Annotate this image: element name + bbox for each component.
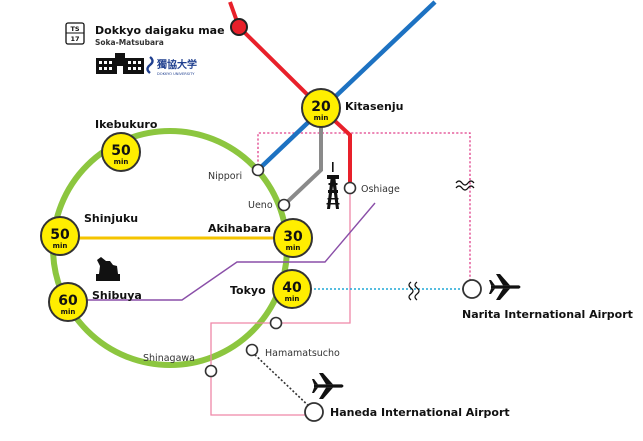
station-code-number: 17 bbox=[70, 35, 79, 43]
station-oshiage-marker[interactable] bbox=[343, 181, 357, 195]
hub-kitasenju-label: Kitasenju bbox=[345, 100, 403, 113]
hanzomon-line-route bbox=[72, 202, 376, 301]
hub-kitasenju[interactable]: 20 min bbox=[301, 88, 341, 128]
hub-shinjuku[interactable]: 50 min bbox=[40, 216, 80, 256]
station-nippori-marker[interactable] bbox=[251, 163, 265, 177]
station-nippori-label: Nippori bbox=[208, 171, 242, 182]
hub-ikebukuro-circle bbox=[101, 132, 141, 172]
airport-narita-marker[interactable] bbox=[462, 279, 482, 299]
yamanote-line-loop bbox=[50, 128, 290, 368]
hub-shibuya-label: Shibuya bbox=[92, 289, 142, 302]
hub-shinjuku-label: Shinjuku bbox=[84, 212, 138, 225]
tobu-line-route bbox=[282, 108, 323, 207]
river-wave-icon bbox=[455, 180, 475, 191]
hub-shinjuku-minutes: 50 bbox=[50, 227, 70, 243]
keisei-line-route bbox=[257, 132, 471, 283]
station-code-badge: TS 17 bbox=[65, 22, 85, 45]
airport-narita-label: Narita International Airport bbox=[462, 308, 633, 321]
hub-akihabara-circle bbox=[273, 218, 313, 258]
hub-kitasenju-circle bbox=[301, 88, 341, 128]
hub-akihabara[interactable]: 30 min bbox=[273, 218, 313, 258]
plane-icon bbox=[312, 373, 344, 399]
hub-tokyo-minutes: 40 bbox=[282, 280, 302, 296]
hub-akihabara-unit: min bbox=[286, 244, 301, 252]
university-logo-subtext: DOKKYO UNIVERSITY bbox=[157, 72, 195, 76]
hub-tokyo-label: Tokyo bbox=[230, 284, 266, 297]
airport-haneda-label: Haneda International Airport bbox=[330, 406, 510, 419]
station-ueno-label: Ueno bbox=[248, 200, 273, 211]
hub-ikebukuro-minutes: 50 bbox=[111, 143, 131, 159]
hub-tokyo-unit: min bbox=[285, 295, 300, 303]
tokyo-skytree-icon bbox=[326, 162, 340, 209]
hub-akihabara-label: Akihabara bbox=[208, 222, 271, 235]
hub-shibuya[interactable]: 60 min bbox=[48, 282, 88, 322]
station-hamamatsucho-marker[interactable] bbox=[245, 343, 259, 357]
hub-ikebukuro-unit: min bbox=[114, 158, 129, 166]
origin-station-name: Dokkyo daigaku mae bbox=[95, 24, 225, 37]
university-logo-text: 獨協大学 bbox=[156, 58, 197, 71]
river-wave-icon bbox=[408, 281, 420, 301]
station-oshiage-label: Oshiage bbox=[361, 184, 400, 195]
station-hamamatsucho-label: Hamamatsucho bbox=[265, 348, 340, 359]
plane-icon bbox=[489, 274, 521, 300]
hub-shibuya-unit: min bbox=[61, 308, 76, 316]
origin-station-subname: Soka-Matsubara bbox=[95, 38, 164, 47]
airport-haneda-marker[interactable] bbox=[304, 402, 324, 422]
haneda-dotted-route bbox=[251, 351, 315, 412]
hub-shibuya-circle bbox=[48, 282, 88, 322]
station-code-line: TS bbox=[70, 25, 79, 33]
hub-shinjuku-circle bbox=[40, 216, 80, 256]
hub-kitasenju-unit: min bbox=[314, 114, 329, 122]
university-building-icon bbox=[96, 53, 144, 74]
station-shinagawa-marker[interactable] bbox=[204, 364, 218, 378]
hub-akihabara-minutes: 30 bbox=[283, 229, 303, 245]
hub-shibuya-minutes: 60 bbox=[58, 293, 78, 309]
hub-ikebukuro-label: Ikebukuro bbox=[95, 118, 158, 131]
hub-tokyo-circle bbox=[272, 269, 312, 309]
station-transfer-marker[interactable] bbox=[269, 316, 283, 330]
station-shinagawa-label: Shinagawa bbox=[143, 353, 195, 364]
hachiko-statue-icon bbox=[96, 257, 120, 281]
hub-kitasenju-minutes: 20 bbox=[311, 99, 331, 115]
university-logo: 獨協大学 DOKKYO UNIVERSITY bbox=[146, 56, 197, 76]
origin-station-marker[interactable] bbox=[230, 18, 248, 36]
asakusa-line-route bbox=[210, 188, 351, 416]
hub-tokyo[interactable]: 40 min bbox=[272, 269, 312, 309]
hibiya-line-route bbox=[256, 0, 437, 172]
hub-shinjuku-unit: min bbox=[53, 242, 68, 250]
hub-ikebukuro[interactable]: 50 min bbox=[101, 132, 141, 172]
station-ueno-marker[interactable] bbox=[277, 198, 291, 212]
